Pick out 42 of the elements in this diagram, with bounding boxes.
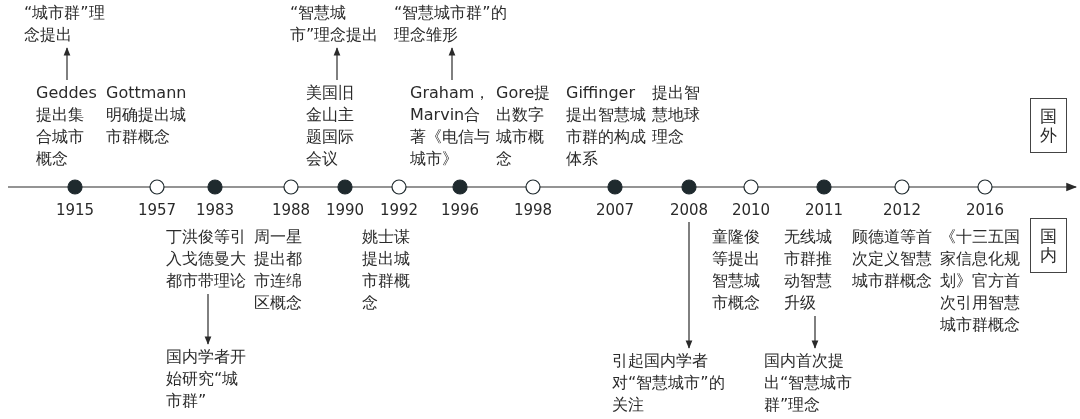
event-text: Geddes提出集合城市概念	[36, 82, 98, 170]
event-text: Gottmann明确提出城市群概念	[106, 82, 190, 148]
event-text: 引起国内学者对“智慧城市”的关注	[612, 350, 736, 416]
event-text: 丁洪俊等引入戈德曼大都市带理论	[166, 226, 250, 292]
year-label: 1990	[325, 200, 365, 220]
event-text: “智慧城市群”的理念雏形	[394, 2, 510, 46]
event-text: 国内学者开始研究“城市群”	[166, 346, 250, 412]
event-text: 提出智慧地球理念	[652, 82, 714, 148]
year-label: 1998	[513, 200, 553, 220]
arrow	[448, 47, 456, 81]
arrow	[204, 293, 212, 345]
event-text: 《十三五国家信息化规划》官方首次引用智慧城市群概念	[940, 226, 1024, 336]
event-text: 无线城市群推动智慧升级	[784, 226, 846, 314]
year-label: 2010	[731, 200, 771, 220]
event-text: 姚士谋提出城市群概念	[362, 226, 424, 314]
event-text: “智慧城市”理念提出	[290, 2, 386, 46]
year-label: 1992	[379, 200, 419, 220]
event-text: Giffinger提出智慧城市群的构成体系	[566, 82, 650, 170]
event-text: Graham，Marvin合著《电信与城市》	[410, 82, 494, 170]
arrow	[63, 47, 71, 81]
year-label: 1983	[195, 200, 235, 220]
arrow	[333, 47, 341, 81]
year-label: 1915	[55, 200, 95, 220]
event-text: “城市群”理念提出	[24, 2, 112, 46]
year-label: 2008	[669, 200, 709, 220]
region-tag: 国内	[1030, 218, 1067, 274]
year-label: 1988	[271, 200, 311, 220]
year-label: 2012	[882, 200, 922, 220]
year-label: 1996	[440, 200, 480, 220]
event-text: 周一星提出都市连绵区概念	[254, 226, 316, 314]
year-label: 2011	[804, 200, 844, 220]
arrow	[685, 221, 693, 349]
region-tag: 国外	[1030, 98, 1067, 154]
year-label: 2016	[965, 200, 1005, 220]
year-label: 1957	[137, 200, 177, 220]
event-text: Gore提出数字城市概念	[496, 82, 558, 170]
event-text: 顾德道等首次定义智慧城市群概念	[852, 226, 936, 292]
event-text: 美国旧金山主题国际会议	[306, 82, 368, 170]
event-text: 国内首次提出“智慧城市群”理念	[764, 350, 866, 416]
year-label: 2007	[595, 200, 635, 220]
arrow	[811, 315, 819, 349]
event-text: 童隆俊等提出智慧城市概念	[712, 226, 774, 314]
